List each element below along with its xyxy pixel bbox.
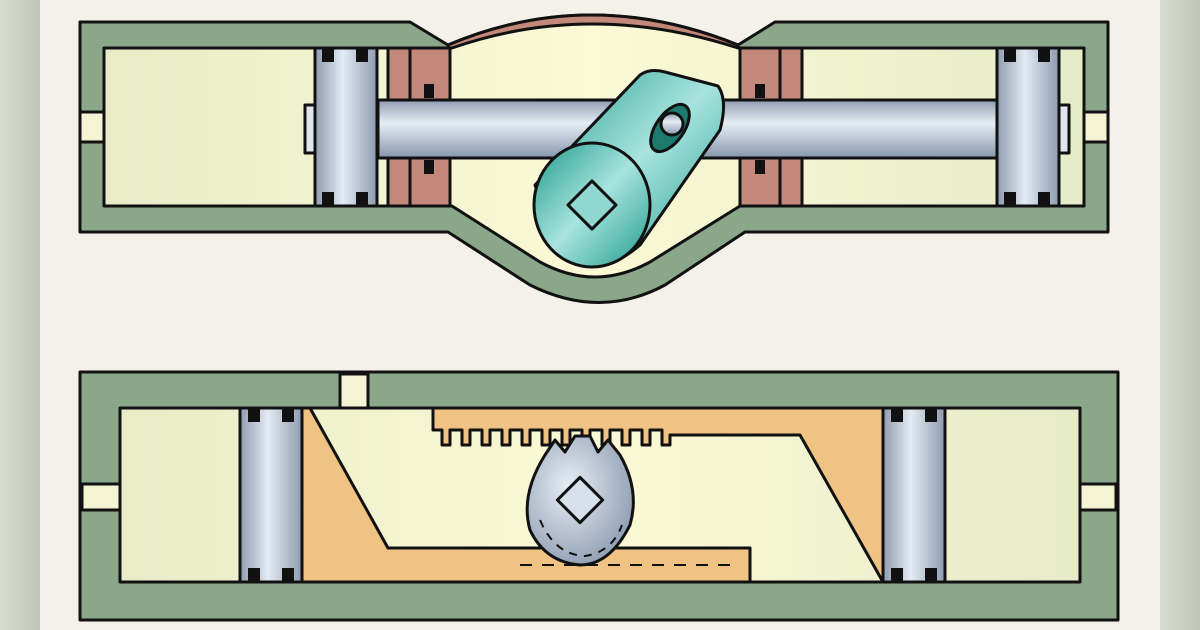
bottom-piston-seals xyxy=(248,408,937,582)
gear-square-drive xyxy=(555,475,605,525)
left-port xyxy=(78,110,106,144)
yoke-square-drive xyxy=(566,179,618,231)
top-port xyxy=(338,372,370,410)
right-piston xyxy=(995,46,1061,208)
left-side-strip xyxy=(0,0,40,630)
yoke xyxy=(532,69,725,269)
left-piston xyxy=(313,46,379,208)
right-rack xyxy=(431,406,885,584)
right-side-port xyxy=(1078,482,1118,512)
scotch-yoke-actuator xyxy=(78,13,1110,304)
rack-and-pinion-actuator xyxy=(78,370,1120,622)
piston-seals xyxy=(322,48,1050,206)
left-piston-bottom xyxy=(238,406,304,584)
pinion-gear xyxy=(525,434,635,567)
right-piston-bottom xyxy=(881,406,947,584)
left-side-port xyxy=(80,482,122,512)
right-side-strip xyxy=(1160,0,1200,630)
yoke-pin xyxy=(659,111,685,137)
right-port xyxy=(1082,110,1110,144)
